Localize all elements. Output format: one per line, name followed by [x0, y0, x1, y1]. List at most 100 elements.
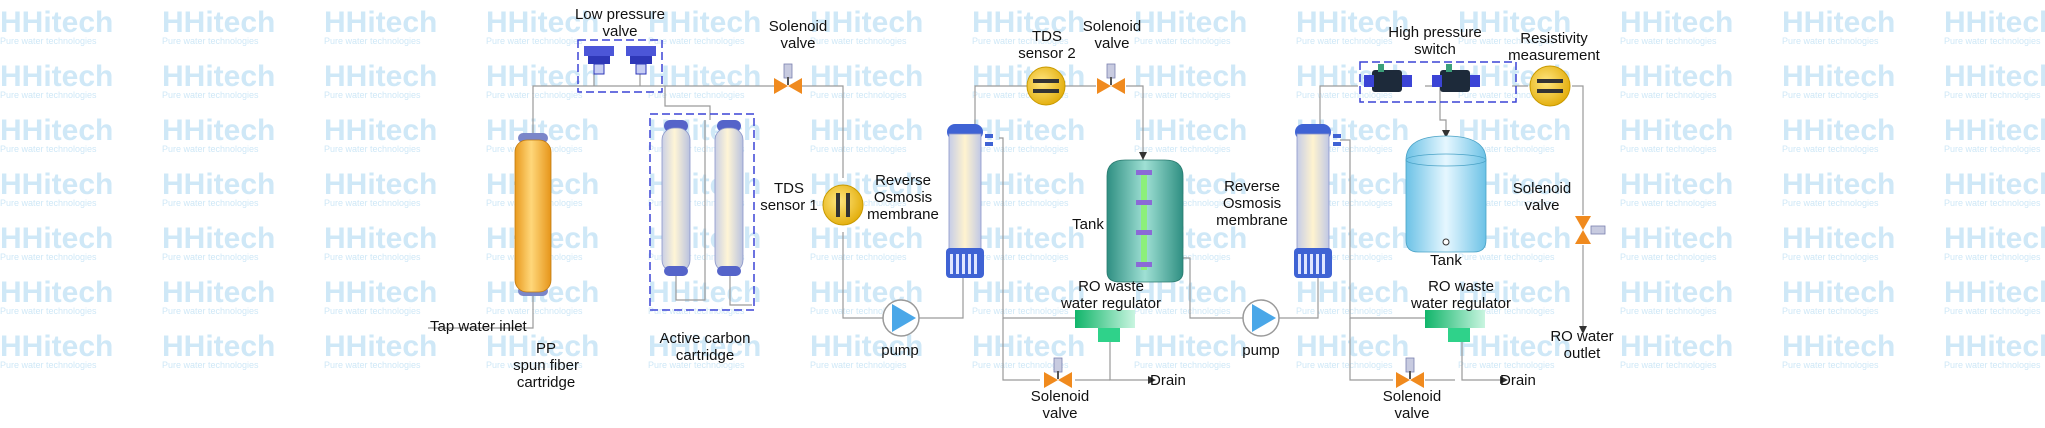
cartridge-icon — [514, 133, 552, 296]
watermark-tagline: Pure water technologies — [0, 360, 97, 370]
membrane-icon — [1294, 124, 1341, 278]
watermark-tagline: Pure water technologies — [1782, 144, 1879, 154]
watermark-brand: HHitech — [1134, 114, 1247, 147]
watermark-tagline: Pure water technologies — [0, 198, 97, 208]
watermark-brand: HHitech — [1620, 330, 1733, 363]
watermark-brand: HHitech — [324, 222, 437, 255]
valve-icon — [1396, 357, 1424, 388]
watermark-tagline: Pure water technologies — [0, 144, 97, 154]
watermark-tagline: Pure water technologies — [324, 90, 421, 100]
watermark-brand: HHitech — [324, 276, 437, 309]
label-tank-2: Tank — [1430, 252, 1462, 269]
watermark-tagline: Pure water technologies — [1944, 198, 2041, 208]
watermark-tagline: Pure water technologies — [1620, 252, 1717, 262]
watermark-tagline: Pure water technologies — [1458, 90, 1555, 100]
valve-icon — [774, 63, 802, 94]
watermark-tagline: Pure water technologies — [0, 306, 97, 316]
label-tap-water-inlet: Tap water inlet — [430, 318, 527, 335]
label-pump-1: pump — [881, 342, 919, 359]
valve-icon — [1044, 357, 1072, 388]
watermark-brand: HHitech — [162, 168, 275, 201]
watermark-brand: HHitech — [1782, 114, 1895, 147]
watermark-brand: HHitech — [0, 276, 113, 309]
watermark-tagline: Pure water technologies — [972, 36, 1069, 46]
watermark-brand: HHitech — [972, 6, 1085, 39]
tds-sensor-2 — [1026, 66, 1066, 106]
watermark-brand: HHitech — [0, 330, 113, 363]
watermark-brand: HHitech — [972, 222, 1085, 255]
watermark-tagline: Pure water technologies — [1458, 306, 1555, 316]
watermark-brand: HHitech — [0, 114, 113, 147]
watermark-tagline: Pure water technologies — [1296, 198, 1393, 208]
watermark-brand: HHitech — [1458, 330, 1571, 363]
watermark-brand: HHitech — [162, 222, 275, 255]
watermark-brand: HHitech — [162, 114, 275, 147]
watermark-brand: HHitech — [0, 222, 113, 255]
watermark-brand: HHitech — [1134, 6, 1247, 39]
watermark-brand: HHitech — [648, 6, 761, 39]
watermark-brand: HHitech — [972, 276, 1085, 309]
watermark-tagline: Pure water technologies — [1134, 36, 1231, 46]
watermark-tagline: Pure water technologies — [1620, 90, 1717, 100]
watermark-tagline: Pure water technologies — [1620, 198, 1717, 208]
watermark-brand: HHitech — [1944, 60, 2045, 93]
watermark-tagline: Pure water technologies — [1296, 360, 1393, 370]
watermark-brand: HHitech — [486, 60, 599, 93]
watermark-tagline: Pure water technologies — [1944, 90, 2041, 100]
watermark-tagline: Pure water technologies — [810, 252, 907, 262]
watermark-brand: HHitech — [1782, 168, 1895, 201]
watermark-brand: HHitech — [1620, 222, 1733, 255]
watermark-brand: HHitech — [1458, 276, 1571, 309]
label-tank-1: Tank — [1072, 216, 1104, 233]
watermark-tagline: Pure water technologies — [0, 252, 97, 262]
valve-icon — [1575, 216, 1606, 244]
pump-icon — [1242, 299, 1280, 337]
watermark-tagline: Pure water technologies — [324, 306, 421, 316]
label-drain-1: Drain — [1150, 372, 1186, 389]
watermark-tagline: Pure water technologies — [0, 90, 97, 100]
watermark-tagline: Pure water technologies — [1458, 36, 1555, 46]
watermark-tagline: Pure water technologies — [162, 252, 259, 262]
watermark-brand: HHitech — [648, 60, 761, 93]
watermark-tagline: Pure water technologies — [648, 144, 745, 154]
watermark-brand: HHitech — [1458, 114, 1571, 147]
watermark-tagline: Pure water technologies — [162, 198, 259, 208]
cartridge-icon — [661, 120, 744, 276]
solenoid-valves — [774, 63, 1606, 388]
watermark-brand: HHitech — [1944, 6, 2045, 39]
watermark-tagline: Pure water technologies — [324, 36, 421, 46]
watermark-tagline: Pure water technologies — [1458, 360, 1555, 370]
tank-icon — [1106, 159, 1184, 283]
watermark-brand: HHitech — [1620, 276, 1733, 309]
label-drain-2: Drain — [1500, 372, 1536, 389]
watermark-brand: HHitech — [486, 330, 599, 363]
watermark-brand: HHitech — [324, 6, 437, 39]
watermark-brand: HHitech — [1944, 168, 2045, 201]
watermark-tagline: Pure water technologies — [324, 144, 421, 154]
watermark-brand: HHitech — [1620, 168, 1733, 201]
watermark-tagline: Pure water technologies — [0, 36, 97, 46]
watermark-brand: HHitech — [1782, 6, 1895, 39]
watermark-brand: HHitech — [1296, 276, 1409, 309]
watermark-brand: HHitech — [972, 114, 1085, 147]
watermark-brand: HHitech — [810, 114, 923, 147]
watermark-brand: HHitech — [1620, 114, 1733, 147]
watermark-tagline: Pure water technologies — [972, 144, 1069, 154]
watermark-brand: HHitech — [810, 6, 923, 39]
watermark-brand: HHitech — [0, 6, 113, 39]
watermark-tagline: Pure water technologies — [1296, 144, 1393, 154]
low-pressure-valve-group — [577, 39, 663, 93]
watermark-tagline: Pure water technologies — [972, 90, 1069, 100]
watermark-tagline: Pure water technologies — [1782, 306, 1879, 316]
watermark-brand: HHitech — [1620, 60, 1733, 93]
